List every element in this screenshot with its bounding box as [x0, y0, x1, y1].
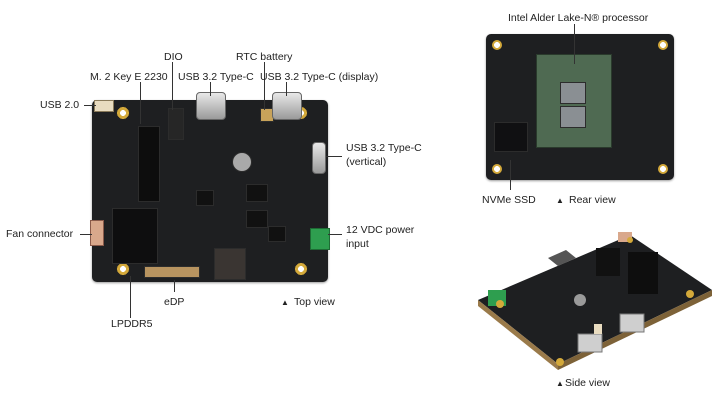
- label-nvme-ssd: NVMe SSD: [482, 194, 536, 206]
- label-m2-key-e: M. 2 Key E 2230: [90, 71, 168, 83]
- power-ic: [268, 226, 286, 242]
- caption-rear-view: Rear view: [569, 194, 616, 206]
- mount-hole: [492, 164, 502, 174]
- leader-line: [574, 24, 575, 64]
- label-dio: DIO: [164, 51, 183, 63]
- leader-line: [328, 234, 342, 235]
- rear-view-board: [486, 34, 674, 180]
- processor-die: [560, 106, 586, 128]
- usb-c-port: [196, 92, 226, 120]
- lpddr5-chip: [112, 208, 158, 264]
- mount-hole: [658, 40, 668, 50]
- triangle-up-icon: ▲: [556, 196, 564, 205]
- power-ic: [246, 184, 268, 202]
- mount-hole: [294, 262, 308, 276]
- label-usb32-type-c-vertical-1: USB 3.2 Type-C: [346, 142, 422, 154]
- processor-die: [560, 82, 586, 104]
- m2-slot: [138, 126, 160, 202]
- inductor: [214, 248, 246, 280]
- edp-connector: [144, 266, 200, 278]
- label-12vdc-power-1: 12 VDC power: [346, 224, 415, 236]
- leader-line: [80, 234, 92, 235]
- mount-hole: [658, 164, 668, 174]
- triangle-up-icon: ▲: [556, 379, 564, 388]
- leader-line: [172, 62, 173, 110]
- dio-header: [168, 108, 184, 140]
- usb20-connector: [94, 100, 114, 112]
- leader-line: [130, 276, 131, 318]
- mount-hole: [116, 262, 130, 276]
- caption-side-view: Side view: [565, 377, 610, 389]
- fan-connector: [90, 220, 104, 246]
- leader-line: [510, 160, 511, 190]
- power-connector: [310, 228, 330, 250]
- cooler-standoff: [232, 152, 252, 172]
- label-usb32-type-c-display: USB 3.2 Type-C (display): [260, 71, 379, 83]
- mount-hole: [116, 106, 130, 120]
- leader-line: [210, 82, 211, 96]
- top-view-board: [92, 92, 328, 282]
- caption-top-view: Top view: [294, 296, 335, 308]
- label-usb20: USB 2.0: [40, 99, 80, 111]
- label-processor: Intel Alder Lake-N® processor: [508, 12, 649, 24]
- usb-c-vertical-port: [312, 142, 326, 174]
- label-rtc-battery: RTC battery: [236, 51, 293, 63]
- leader-line: [264, 62, 265, 110]
- leader-line: [326, 156, 342, 157]
- leader-line: [84, 105, 96, 106]
- nvme-ssd-chip: [494, 122, 528, 152]
- label-fan-connector: Fan connector: [6, 228, 74, 240]
- leader-line: [140, 82, 141, 124]
- power-ic: [196, 190, 214, 206]
- label-edp: eDP: [164, 296, 185, 308]
- triangle-up-icon: ▲: [281, 298, 289, 307]
- label-12vdc-power-2: input: [346, 238, 369, 250]
- leader-line: [174, 280, 175, 292]
- label-usb32-type-c-vertical-2: (vertical): [346, 156, 387, 168]
- mount-hole: [492, 40, 502, 50]
- usb-c-display-port: [272, 92, 302, 120]
- leader-line: [286, 82, 287, 96]
- power-ic: [246, 210, 268, 228]
- label-usb32-type-c: USB 3.2 Type-C: [178, 71, 254, 83]
- label-lpddr5: LPDDR5: [111, 318, 153, 330]
